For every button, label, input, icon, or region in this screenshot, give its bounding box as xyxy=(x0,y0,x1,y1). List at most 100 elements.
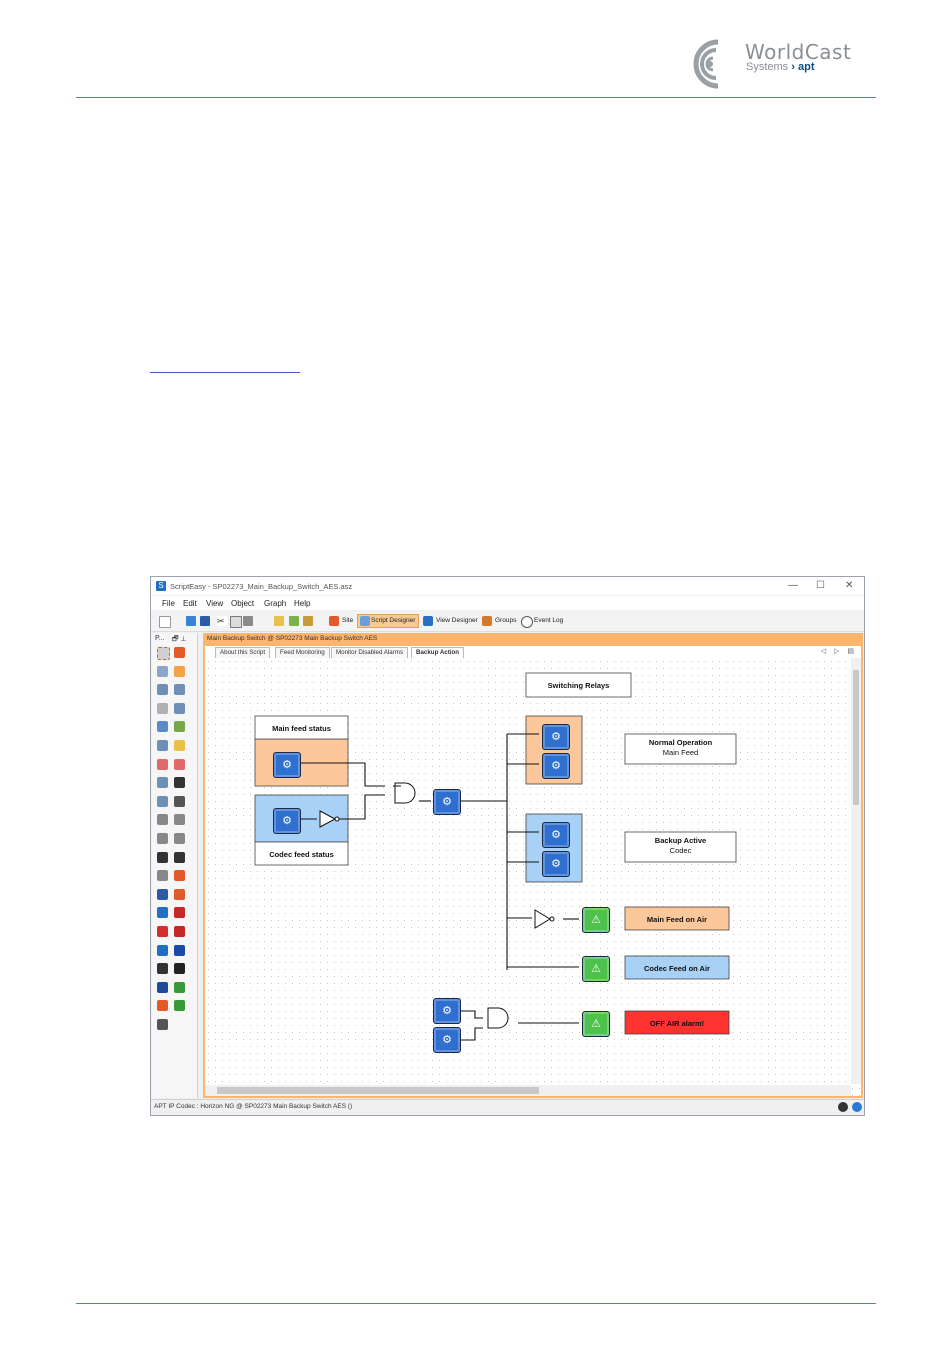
site-button[interactable]: Site xyxy=(329,615,353,627)
menu-graph[interactable]: Graph xyxy=(264,599,287,608)
feed-select-node-icon[interactable]: ⚙ xyxy=(433,789,461,815)
relay-node-icon[interactable]: ⚙ xyxy=(542,822,570,848)
palette-tool-icon[interactable] xyxy=(174,870,185,882)
tab-backup-action[interactable]: Backup Action xyxy=(411,647,465,658)
site-label: Site xyxy=(342,617,354,624)
tab-monitor-disabled-alarms[interactable]: Monitor Disabled Alarms xyxy=(331,647,409,658)
palette-controls[interactable]: 🗗 ⊥ xyxy=(172,636,187,643)
palette-tool-icon[interactable] xyxy=(157,740,168,751)
switching-relays-label: Switching Relays xyxy=(547,681,610,690)
palette-tool-icon[interactable] xyxy=(157,888,168,900)
palette-tool-icon[interactable] xyxy=(157,721,168,733)
monitor-node-icon[interactable]: ⚙ xyxy=(433,998,461,1024)
palette-tool-icon[interactable] xyxy=(174,944,185,956)
copy-icon[interactable] xyxy=(230,616,242,628)
palette-tool-icon[interactable] xyxy=(174,777,185,789)
relay-node-icon[interactable]: ⚙ xyxy=(542,724,570,750)
title-bar: S ScriptEasy - SP02273_Main_Backup_Switc… xyxy=(151,577,864,595)
groups-button[interactable]: Groups xyxy=(482,615,516,627)
palette-tool-icon[interactable] xyxy=(174,963,185,975)
palette-tool-icon[interactable] xyxy=(157,1000,168,1012)
build-icon[interactable] xyxy=(274,616,284,626)
vertical-scrollbar[interactable] xyxy=(851,658,861,1084)
palette-tool-icon[interactable] xyxy=(157,684,168,696)
palette-tool-icon[interactable] xyxy=(174,814,185,826)
normal-operation-sublabel: Main Feed xyxy=(662,748,699,757)
palette-tool-icon[interactable] xyxy=(174,833,185,844)
alarm-node-icon[interactable]: ⚠ xyxy=(582,907,610,933)
palette-tool-icon[interactable] xyxy=(157,907,168,919)
menu-view[interactable]: View xyxy=(206,599,224,608)
alarm-node-icon[interactable]: ⚠ xyxy=(582,1011,610,1037)
palette-tool-icon[interactable] xyxy=(174,740,185,751)
menu-object[interactable]: Object xyxy=(231,599,255,608)
upload-icon[interactable] xyxy=(303,616,313,626)
palette-tool-icon[interactable] xyxy=(174,1000,185,1012)
palette-tool-icon[interactable] xyxy=(157,926,168,937)
cut-icon[interactable]: ✂ xyxy=(217,616,227,626)
save-icon[interactable] xyxy=(200,616,210,626)
palette-tool-icon[interactable] xyxy=(157,758,168,770)
script-canvas[interactable]: ⚙ ⚙ ⚙ ⚙ ⚙ ⚙ ⚙ ⚠ ⚠ ⚠ ⚙ ⚙ Switching Relays Main feed … xyxy=(205,658,861,1096)
download-icon[interactable] xyxy=(289,616,299,626)
hyperlink-underline[interactable] xyxy=(150,372,300,373)
palette-tool-icon[interactable] xyxy=(174,926,185,937)
open-file-icon[interactable] xyxy=(186,616,196,626)
close-button[interactable]: ✕ xyxy=(845,580,854,591)
palette-tool-icon[interactable] xyxy=(157,795,168,807)
palette-tool-icon[interactable] xyxy=(157,665,168,677)
palette-tool-icon[interactable] xyxy=(157,963,168,975)
palette-tool-icon[interactable] xyxy=(157,833,168,844)
vertical-scroll-thumb[interactable] xyxy=(853,670,859,805)
palette-tool-icon[interactable] xyxy=(157,981,168,993)
palette-tool-icon[interactable] xyxy=(174,888,185,900)
palette-tool-icon[interactable] xyxy=(174,981,185,993)
palette-tool-icon[interactable] xyxy=(174,851,185,863)
palette-tool-icon[interactable] xyxy=(157,647,170,660)
globe-icon[interactable] xyxy=(838,1102,848,1112)
monitor-node-icon[interactable]: ⚙ xyxy=(433,1027,461,1053)
menu-help[interactable]: Help xyxy=(294,599,311,608)
palette-tool-icon[interactable] xyxy=(174,795,185,807)
horizontal-scroll-thumb[interactable] xyxy=(217,1087,539,1094)
palette-tool-icon[interactable] xyxy=(157,851,168,863)
view-designer-button[interactable]: View Designer xyxy=(423,615,478,627)
codec-feed-status-box xyxy=(254,841,349,866)
palette-tool-icon[interactable] xyxy=(157,777,168,789)
palette-tool-icon[interactable] xyxy=(174,758,185,770)
palette-tool-icon[interactable] xyxy=(174,721,185,733)
maximize-button[interactable]: ☐ xyxy=(816,580,825,591)
palette-tool-icon[interactable] xyxy=(174,647,185,658)
palette-tool-icon[interactable] xyxy=(157,814,168,826)
main-feed-status-label: Main feed status xyxy=(272,724,331,733)
tab-feed-monitoring[interactable]: Feed Monitoring xyxy=(275,647,330,658)
palette-tool-icon[interactable] xyxy=(157,870,168,882)
event-log-button[interactable]: Event Log xyxy=(521,615,563,628)
home-icon xyxy=(329,616,339,626)
relay-node-icon[interactable]: ⚙ xyxy=(542,753,570,779)
help-icon[interactable] xyxy=(852,1102,862,1112)
main-feed-monitor-node-icon[interactable]: ⚙ xyxy=(273,752,301,778)
new-file-icon[interactable] xyxy=(159,616,171,628)
tab-about-script[interactable]: About this Script xyxy=(215,647,271,658)
palette-tool-icon[interactable] xyxy=(157,702,168,714)
palette-tool-icon[interactable] xyxy=(157,944,168,956)
and-gate-icon xyxy=(394,782,416,804)
horizontal-scrollbar[interactable] xyxy=(205,1085,851,1096)
minimize-button[interactable]: — xyxy=(788,580,798,591)
alarm-node-icon[interactable]: ⚠ xyxy=(582,956,610,982)
tab-navigation-icons[interactable]: ◁ ▷ ▤ xyxy=(820,648,857,655)
palette-tool-icon[interactable] xyxy=(174,665,185,677)
palette-tool-icon[interactable] xyxy=(157,1019,168,1030)
codec-feed-monitor-node-icon[interactable]: ⚙ xyxy=(273,808,301,834)
script-designer-button[interactable]: Script Designer xyxy=(357,614,420,628)
palette-tool-icon[interactable] xyxy=(174,907,185,919)
palette-tool-icon[interactable] xyxy=(174,702,185,714)
relay-node-icon[interactable]: ⚙ xyxy=(542,851,570,877)
codec-feed-on-air-label: Codec Feed on Air xyxy=(644,964,710,973)
wires xyxy=(300,733,579,1041)
palette-tool-icon[interactable] xyxy=(174,684,185,696)
paste-icon[interactable] xyxy=(243,616,253,626)
menu-file[interactable]: File xyxy=(162,599,175,608)
menu-edit[interactable]: Edit xyxy=(183,599,197,608)
